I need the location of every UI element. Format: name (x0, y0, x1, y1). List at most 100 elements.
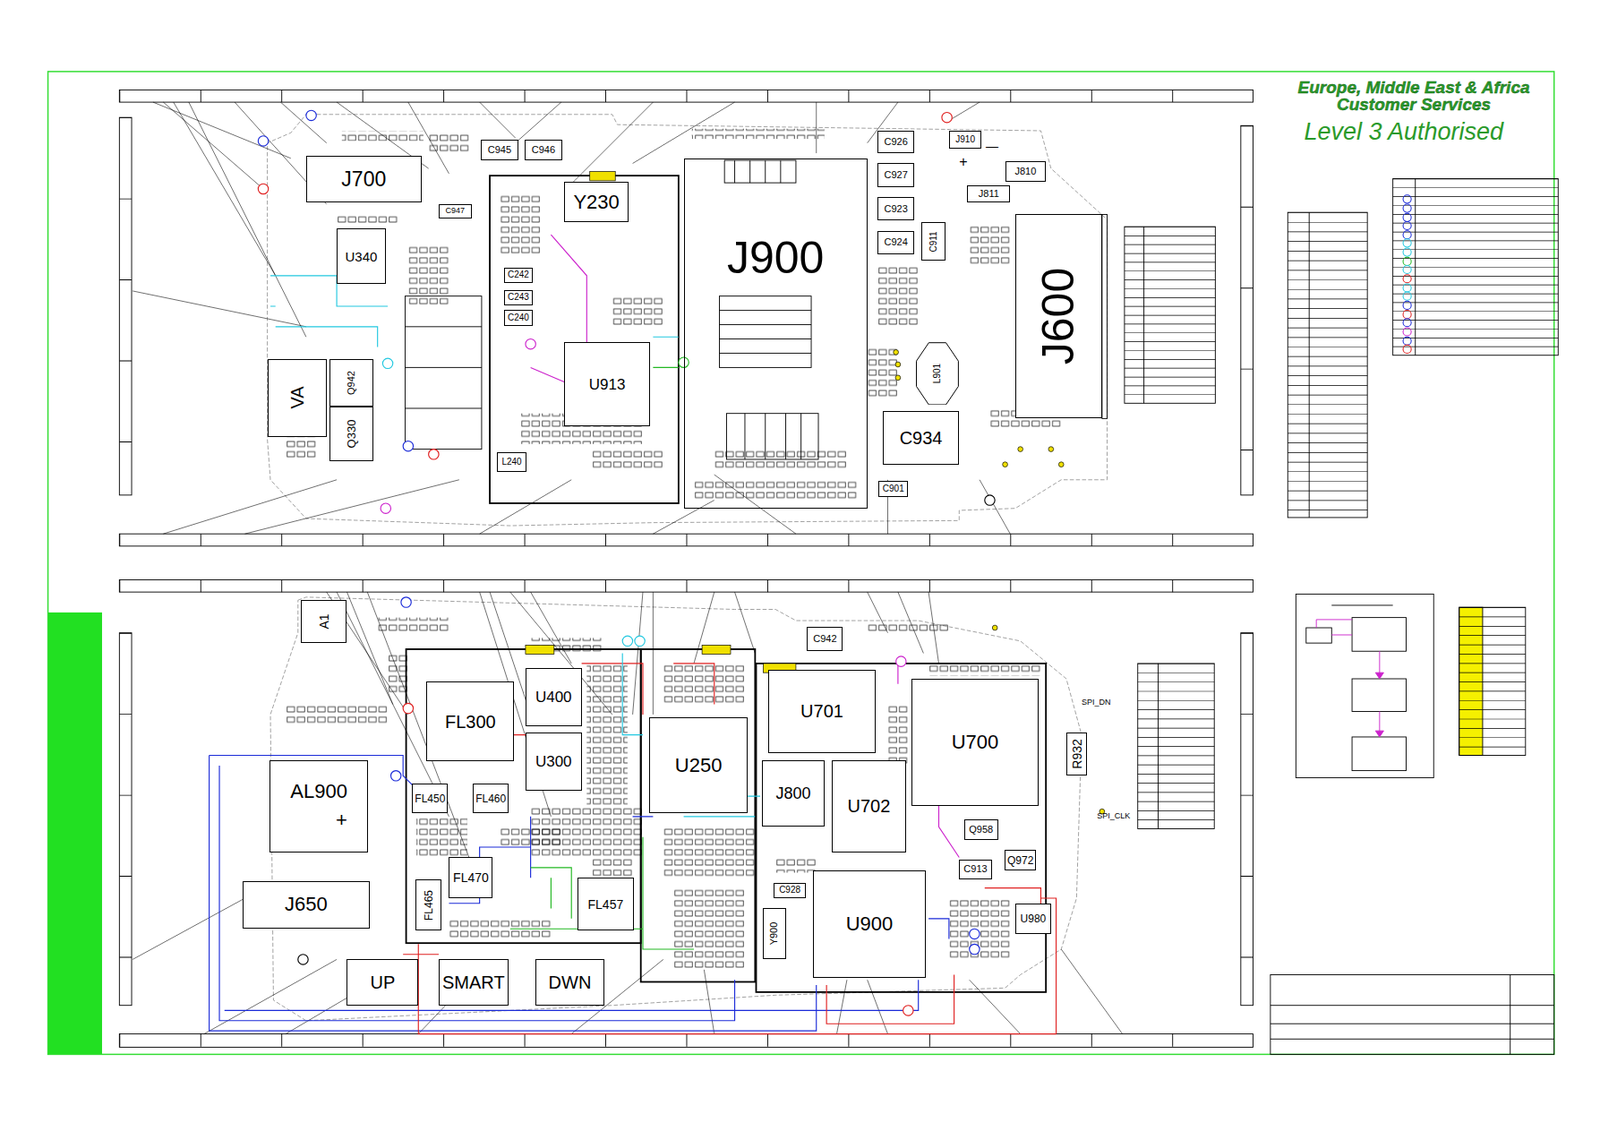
component-box: C240 (504, 309, 533, 326)
component-label: U702 (847, 796, 891, 815)
component-label: R932 (1069, 738, 1083, 769)
component-box: J650 (242, 881, 369, 930)
component-box: Q942 (329, 359, 374, 406)
component-label: J700 (341, 169, 386, 190)
component-box: FL465 (415, 879, 443, 931)
label-group: U702 (847, 796, 891, 815)
component-label: Q958 (968, 824, 993, 835)
label-group: C242 (507, 270, 530, 280)
label-group: L901 (932, 363, 942, 384)
leader-lines (132, 102, 1122, 1035)
label-group: FL300 (444, 712, 497, 731)
label-group: SMART (442, 973, 505, 992)
flow-sketch (1295, 593, 1434, 778)
component-box: FL470 (448, 856, 493, 899)
component-label: SMART (442, 973, 505, 992)
component-label: FL465 (423, 889, 435, 921)
page-frame (48, 71, 1555, 1055)
component-box: Y230 (564, 181, 629, 223)
label-group: A1 (317, 613, 331, 629)
component-box: C946 (524, 139, 563, 161)
test-points (257, 110, 995, 1016)
component-label: C923 (883, 204, 907, 214)
component-box: Q972 (1004, 849, 1036, 871)
component-label: Y900 (770, 922, 780, 946)
component-label: C927 (883, 170, 907, 180)
component-label: Y230 (573, 192, 619, 213)
label-group: Q942 (346, 370, 357, 395)
component-label: AL900 (290, 781, 348, 802)
component-box: FL460 (472, 783, 509, 813)
component-box: Q330 (329, 406, 374, 463)
board-annotation: SPI_CLK (1096, 812, 1130, 821)
component-label: J800 (776, 785, 812, 802)
label-group: J600 (1035, 267, 1081, 365)
component-box: U900 (812, 870, 925, 978)
label-group: C243 (507, 292, 530, 302)
component-box: C923 (877, 196, 915, 221)
label-group: J900 (727, 235, 824, 281)
component-label: C913 (963, 864, 987, 874)
yellow-tabs (525, 171, 1105, 814)
component-label: U340 (345, 249, 378, 264)
component-label: C243 (507, 292, 530, 302)
component-label: U980 (1020, 913, 1047, 925)
reference-tables (1124, 179, 1558, 1055)
component-box: UP (346, 958, 419, 1005)
component-label: U900 (846, 914, 894, 934)
label-group: C934 (899, 428, 943, 447)
component-box: Y900 (762, 907, 786, 959)
label-group: C240 (507, 313, 530, 323)
label-group: C942 (812, 633, 837, 644)
component-label: J600 (1035, 267, 1081, 365)
component-label: U700 (951, 732, 1000, 753)
shield-frames (406, 175, 1047, 993)
label-group: J800 (776, 785, 812, 802)
component-box: C942 (806, 626, 843, 651)
label-group: FL470 (453, 871, 489, 884)
component-label: + (335, 810, 348, 830)
component-label: A1 (317, 613, 331, 629)
label-group: U701 (800, 701, 844, 720)
component-box: J600 (1015, 213, 1103, 419)
component-label: FL460 (475, 793, 506, 805)
board-annotation: + (958, 154, 967, 170)
label-group: C924 (883, 237, 907, 248)
label-group: UP (369, 973, 395, 992)
component-box: U913 (564, 342, 651, 428)
component-box: AL900 + (269, 760, 369, 853)
component-box: C924 (877, 231, 915, 255)
component-box: DWN (535, 958, 604, 1005)
component-label: FL300 (444, 712, 497, 731)
component-box: U701 (768, 669, 876, 753)
component-label: VA (288, 386, 307, 410)
component-box: SMART (438, 958, 508, 1005)
component-box: J900 (684, 158, 868, 509)
label-group: C901 (882, 484, 905, 494)
component-box: C901 (878, 480, 908, 497)
component-box: C928 (773, 882, 806, 899)
label-group: U400 (535, 689, 573, 705)
component-box: C947 (438, 204, 471, 219)
component-box: J810 (1005, 161, 1047, 182)
label-group: U900 (846, 914, 894, 934)
label-group: C923 (883, 204, 907, 214)
component-label: DWN (548, 973, 592, 992)
component-box: U400 (525, 667, 582, 727)
label-group: J810 (1014, 166, 1036, 177)
component-box: C242 (504, 267, 533, 283)
side-bar (48, 612, 103, 1054)
component-box: A1 (300, 599, 347, 643)
component-box: U340 (336, 228, 386, 284)
component-box: R932 (1066, 732, 1087, 776)
board-annotation: — (985, 139, 999, 153)
label-group: Q330 (345, 419, 358, 448)
component-box: C913 (958, 859, 992, 881)
authorisation-text: Level 3 Authorised (1303, 119, 1504, 145)
component-label: C926 (883, 136, 907, 147)
component-box: U300 (525, 732, 582, 791)
component-box: J910 (949, 130, 982, 150)
component-box: U702 (831, 760, 907, 853)
